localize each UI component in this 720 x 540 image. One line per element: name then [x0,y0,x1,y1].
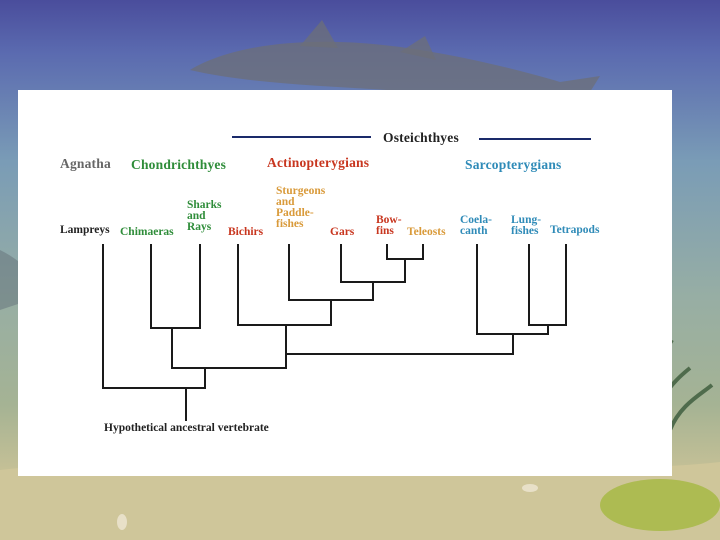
creature-shape [600,479,720,531]
pebble [522,484,538,492]
label-sarcopterygians: Sarcopterygians [465,157,562,172]
fish-silhouette [190,41,600,97]
fish-fin [400,36,436,60]
label-sturgeons-and-paddlefishes: Sturgeons and Paddle- fishes [276,185,326,230]
label-gars: Gars [330,226,355,238]
label-actinopterygians: Actinopterygians [267,155,370,170]
label-lampreys: Lampreys [60,224,110,236]
label-bichirs: Bichirs [228,226,264,238]
label-chimaeras: Chimaeras [120,226,174,238]
seafloor [0,462,720,540]
label-teleosts: Teleosts [407,226,446,238]
label-coelacanth: Coela- canth [460,214,492,237]
fish-fin [300,20,338,48]
label-lungfishes: Lung- fishes [511,214,542,237]
label-chondrichthyes: Chondrichthyes [131,157,227,172]
label-bowfins: Bow- fins [376,214,402,237]
label-osteichthyes: Osteichthyes [383,130,459,145]
label-tetrapods: Tetrapods [550,224,600,236]
label-root: Hypothetical ancestral vertebrate [104,422,269,434]
pebble [117,514,127,530]
label-sharks-and-rays: Sharks and Rays [187,199,222,233]
cladogram-lines [102,136,591,421]
label-agnatha: Agnatha [60,156,111,171]
cladogram-panel: Osteichthyes Agnatha Chondrichthyes Acti… [18,90,672,476]
